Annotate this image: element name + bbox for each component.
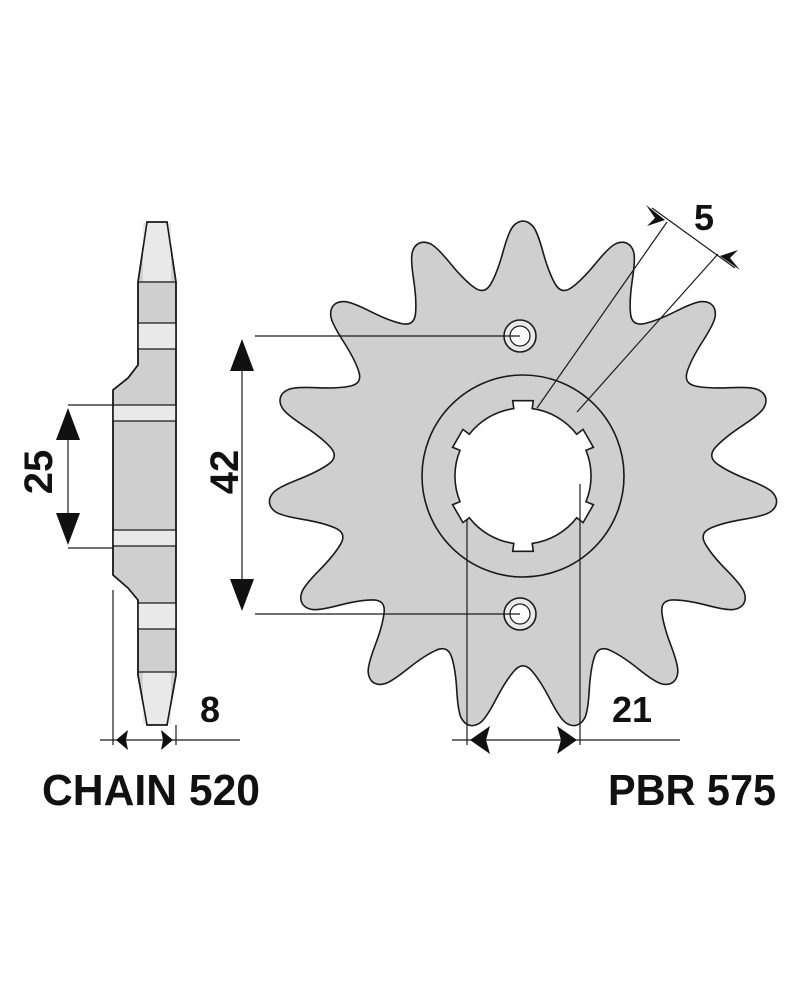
arrow-down-icon (230, 579, 254, 611)
side-view-band (113, 530, 176, 546)
tooth-width-label: 5 (694, 197, 714, 238)
thickness-dimension: 8 (100, 590, 240, 750)
side-view-profile (112, 221, 177, 726)
hub-height-dimension: 25 (17, 404, 113, 549)
thickness-label: 8 (200, 689, 220, 730)
part-number-caption: PBR 575 (608, 766, 776, 815)
arrow-down-icon (56, 513, 80, 545)
arrow-up-icon (230, 339, 254, 371)
side-view-tip-top (143, 223, 171, 281)
hub-collar (421, 374, 625, 578)
arrow-up-icon (56, 408, 80, 440)
arrow-up-icon (720, 250, 740, 270)
hub-height-label: 25 (17, 450, 61, 495)
bolt-spacing-dimension: 42 (203, 335, 520, 615)
front-view: 42 21 5 (203, 197, 778, 754)
spline-diameter-dimension: 21 (452, 484, 680, 754)
arrow-left-icon (557, 726, 577, 754)
arrow-down-icon (646, 205, 665, 226)
chain-caption: CHAIN 520 (42, 766, 260, 815)
arrow-left-icon (116, 730, 128, 750)
arrow-right-icon (161, 730, 173, 750)
side-view: 25 8 (17, 221, 240, 750)
side-view-tip-bottom (143, 672, 171, 724)
side-view-band (113, 405, 176, 421)
spline-diameter-label: 21 (612, 689, 652, 730)
side-view-band (138, 603, 176, 629)
side-view-band (138, 323, 176, 349)
splined-bore (451, 399, 595, 553)
bolt-spacing-label: 42 (203, 450, 247, 495)
arrow-right-icon (470, 726, 490, 754)
tooth-width-dimension: 5 (536, 197, 740, 413)
